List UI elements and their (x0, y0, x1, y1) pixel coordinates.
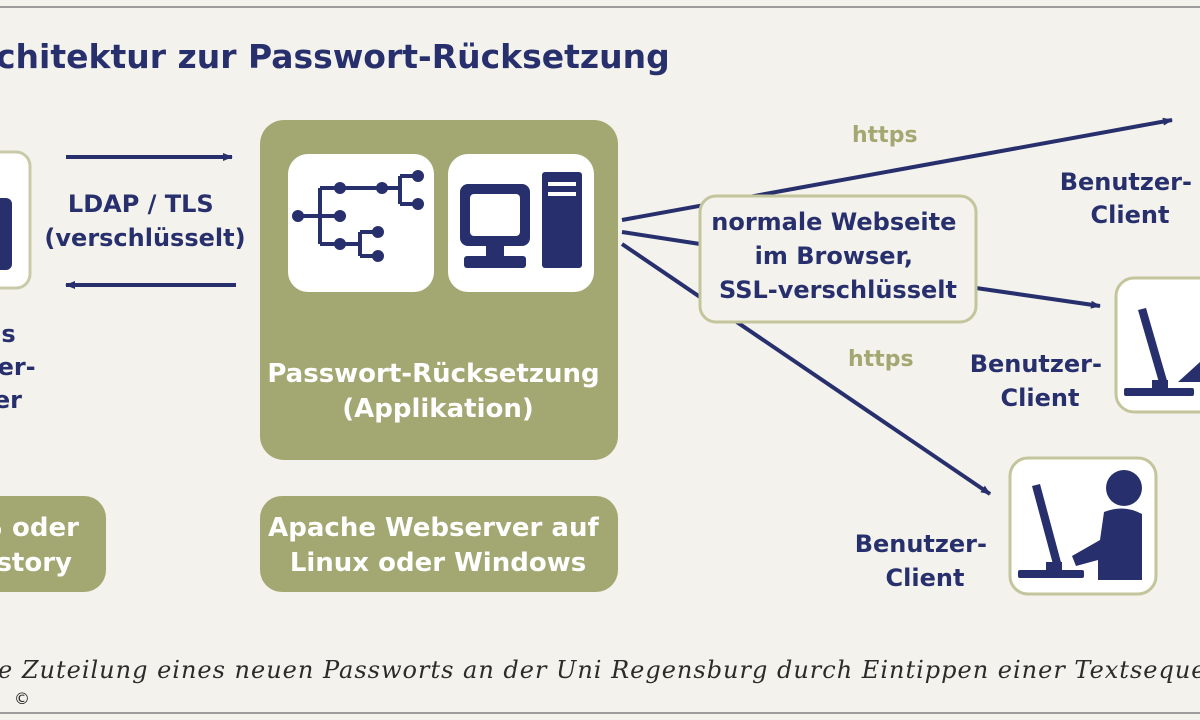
diagram-frame (0, 6, 1200, 714)
client-3-label: Benutzer- Client (855, 530, 996, 592)
app-label: Passwort-Rücksetzung (Applikation) (267, 359, 608, 424)
user-at-computer-icon (1124, 308, 1200, 396)
server-icon (0, 198, 12, 270)
browser-note: normale Webseite im Browser, SSL-verschl… (711, 208, 964, 304)
https-label-top: https (852, 123, 918, 148)
browser-note-box (698, 194, 978, 324)
password-reset-app-box (260, 120, 618, 460)
figure-caption: e Zuteilung eines neuen Passworts an der… (0, 656, 1200, 684)
https-label-middle: https (848, 347, 914, 372)
diagram-title: chitektur zur Passwort-Rücksetzung (0, 37, 670, 76)
copyright-symbol: © (14, 689, 30, 708)
computer-icon (460, 172, 582, 268)
arrow-to-client-2 (975, 286, 1101, 309)
arrow-to-note (621, 230, 701, 246)
directory-server-node (0, 150, 32, 290)
arrow-to-client-3 (620, 242, 992, 496)
user-at-computer-icon (1018, 470, 1142, 580)
client-2-node (1114, 276, 1200, 414)
client-3-node (1008, 456, 1158, 596)
directory-label: nis zer- er (0, 320, 44, 414)
directory-platform-label: IS oder istory (0, 513, 88, 578)
webserver-box (260, 496, 618, 592)
client-2-label: Benutzer- Client (970, 350, 1111, 412)
ldap-label: LDAP / TLS (verschlüsselt) (44, 190, 245, 252)
directory-platform-box (0, 496, 106, 592)
webserver-label: Apache Webserver auf Linux oder Windows (268, 513, 608, 578)
client-1-label: Benutzer- Client (1060, 168, 1200, 229)
